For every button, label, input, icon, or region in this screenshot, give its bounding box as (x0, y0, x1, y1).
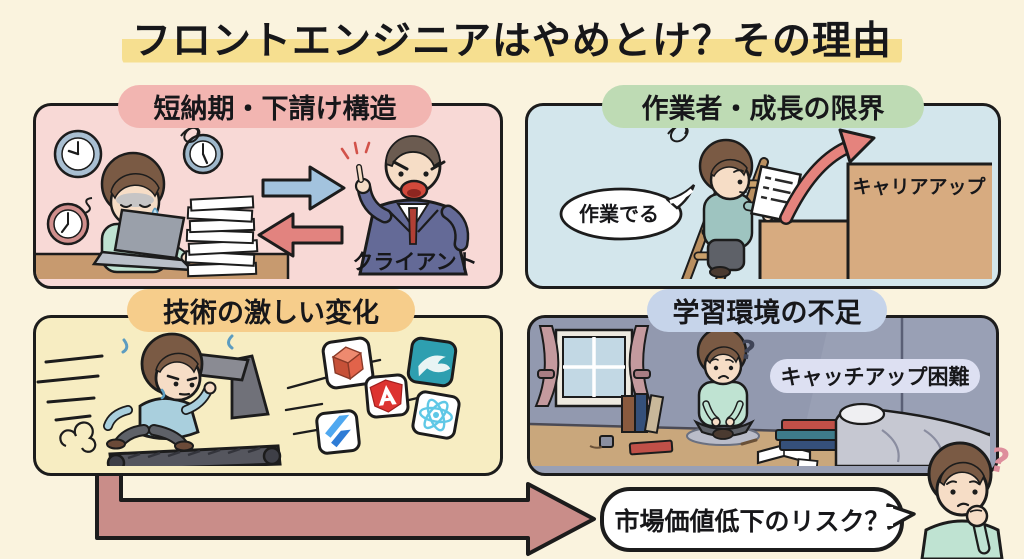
tech-header-text: 技術の激しい変化 (163, 298, 379, 329)
career-step (758, 162, 992, 279)
curtains (534, 325, 654, 407)
angry-client (340, 135, 470, 276)
page-title-text: フロントエンジニアはやめとけ？その理由 (121, 10, 902, 66)
catchup-badge-text: キャッチアップ困難 (780, 365, 970, 389)
thinking-person (920, 441, 1004, 559)
speech-bubble (559, 184, 696, 241)
career-up-label: キャリアアップ (852, 176, 986, 198)
studying-person (686, 326, 760, 446)
deadline-illustration (36, 126, 470, 279)
speech-bubble-text: 作業でる (579, 202, 659, 226)
catchup-badge: キャッチアップ困難 (770, 359, 980, 393)
stress-squiggle-icon (180, 126, 201, 143)
learning-header-text: 学習環境の不足 (672, 298, 862, 329)
laptop-icon (91, 208, 196, 272)
tech-illustration (36, 332, 461, 466)
deadline-header: 短納期・下請け構造 (118, 85, 432, 128)
teal-framework-icon (406, 336, 458, 388)
deadline-header-text: 短納期・下請け構造 (153, 94, 397, 125)
learning-header: 学習環境の不足 (647, 289, 887, 332)
request-arrow (261, 165, 346, 211)
loose-paper (796, 458, 819, 466)
growth-illustration (559, 124, 992, 279)
treadmill (106, 352, 282, 466)
page-title: フロントエンジニアはやめとけ？その理由 (0, 10, 1024, 66)
panel-learning (527, 315, 999, 476)
book-stack (621, 393, 674, 456)
emphasis-marks-icon (340, 141, 371, 160)
sweat-drop-icon (121, 334, 234, 354)
runner (103, 332, 234, 452)
window (554, 328, 634, 408)
panel-tech (33, 315, 503, 476)
pencil-icon (740, 438, 758, 446)
react-icon (411, 390, 461, 440)
package-cube-icon (321, 336, 375, 390)
growth-header: 作業者・成長の限界 (602, 85, 924, 128)
conclusion-bubble-text: 市場価値低下のリスク？ (614, 506, 890, 536)
tech-header: 技術の激しい変化 (127, 289, 415, 332)
pushback-arrow (257, 212, 344, 258)
bubble-tail-icon (886, 503, 916, 530)
wall-clock-icon (53, 129, 103, 179)
wall-clock-icon (182, 133, 224, 175)
career-arrow (779, 128, 876, 225)
flutter-icon (315, 409, 361, 455)
growth-header-text: 作業者・成長の限界 (641, 94, 885, 125)
panel-growth (525, 103, 1001, 289)
paper-stack (184, 195, 259, 278)
book-stack (775, 419, 843, 451)
stress-squiggle-icon (84, 197, 93, 214)
wall-clock-icon (46, 202, 90, 246)
speed-lines-icon (36, 354, 104, 422)
dust-puff-icon (59, 421, 97, 453)
client-label: クライアント (352, 250, 478, 274)
angular-icon (364, 373, 410, 419)
conclusion-bubble: 市場価値低下のリスク？ (600, 487, 904, 552)
bed (834, 402, 990, 466)
conclusion-arrow (95, 462, 596, 556)
climbing-worker (698, 138, 803, 278)
cup-icon (589, 435, 614, 449)
learning-room-illustration (530, 318, 990, 466)
